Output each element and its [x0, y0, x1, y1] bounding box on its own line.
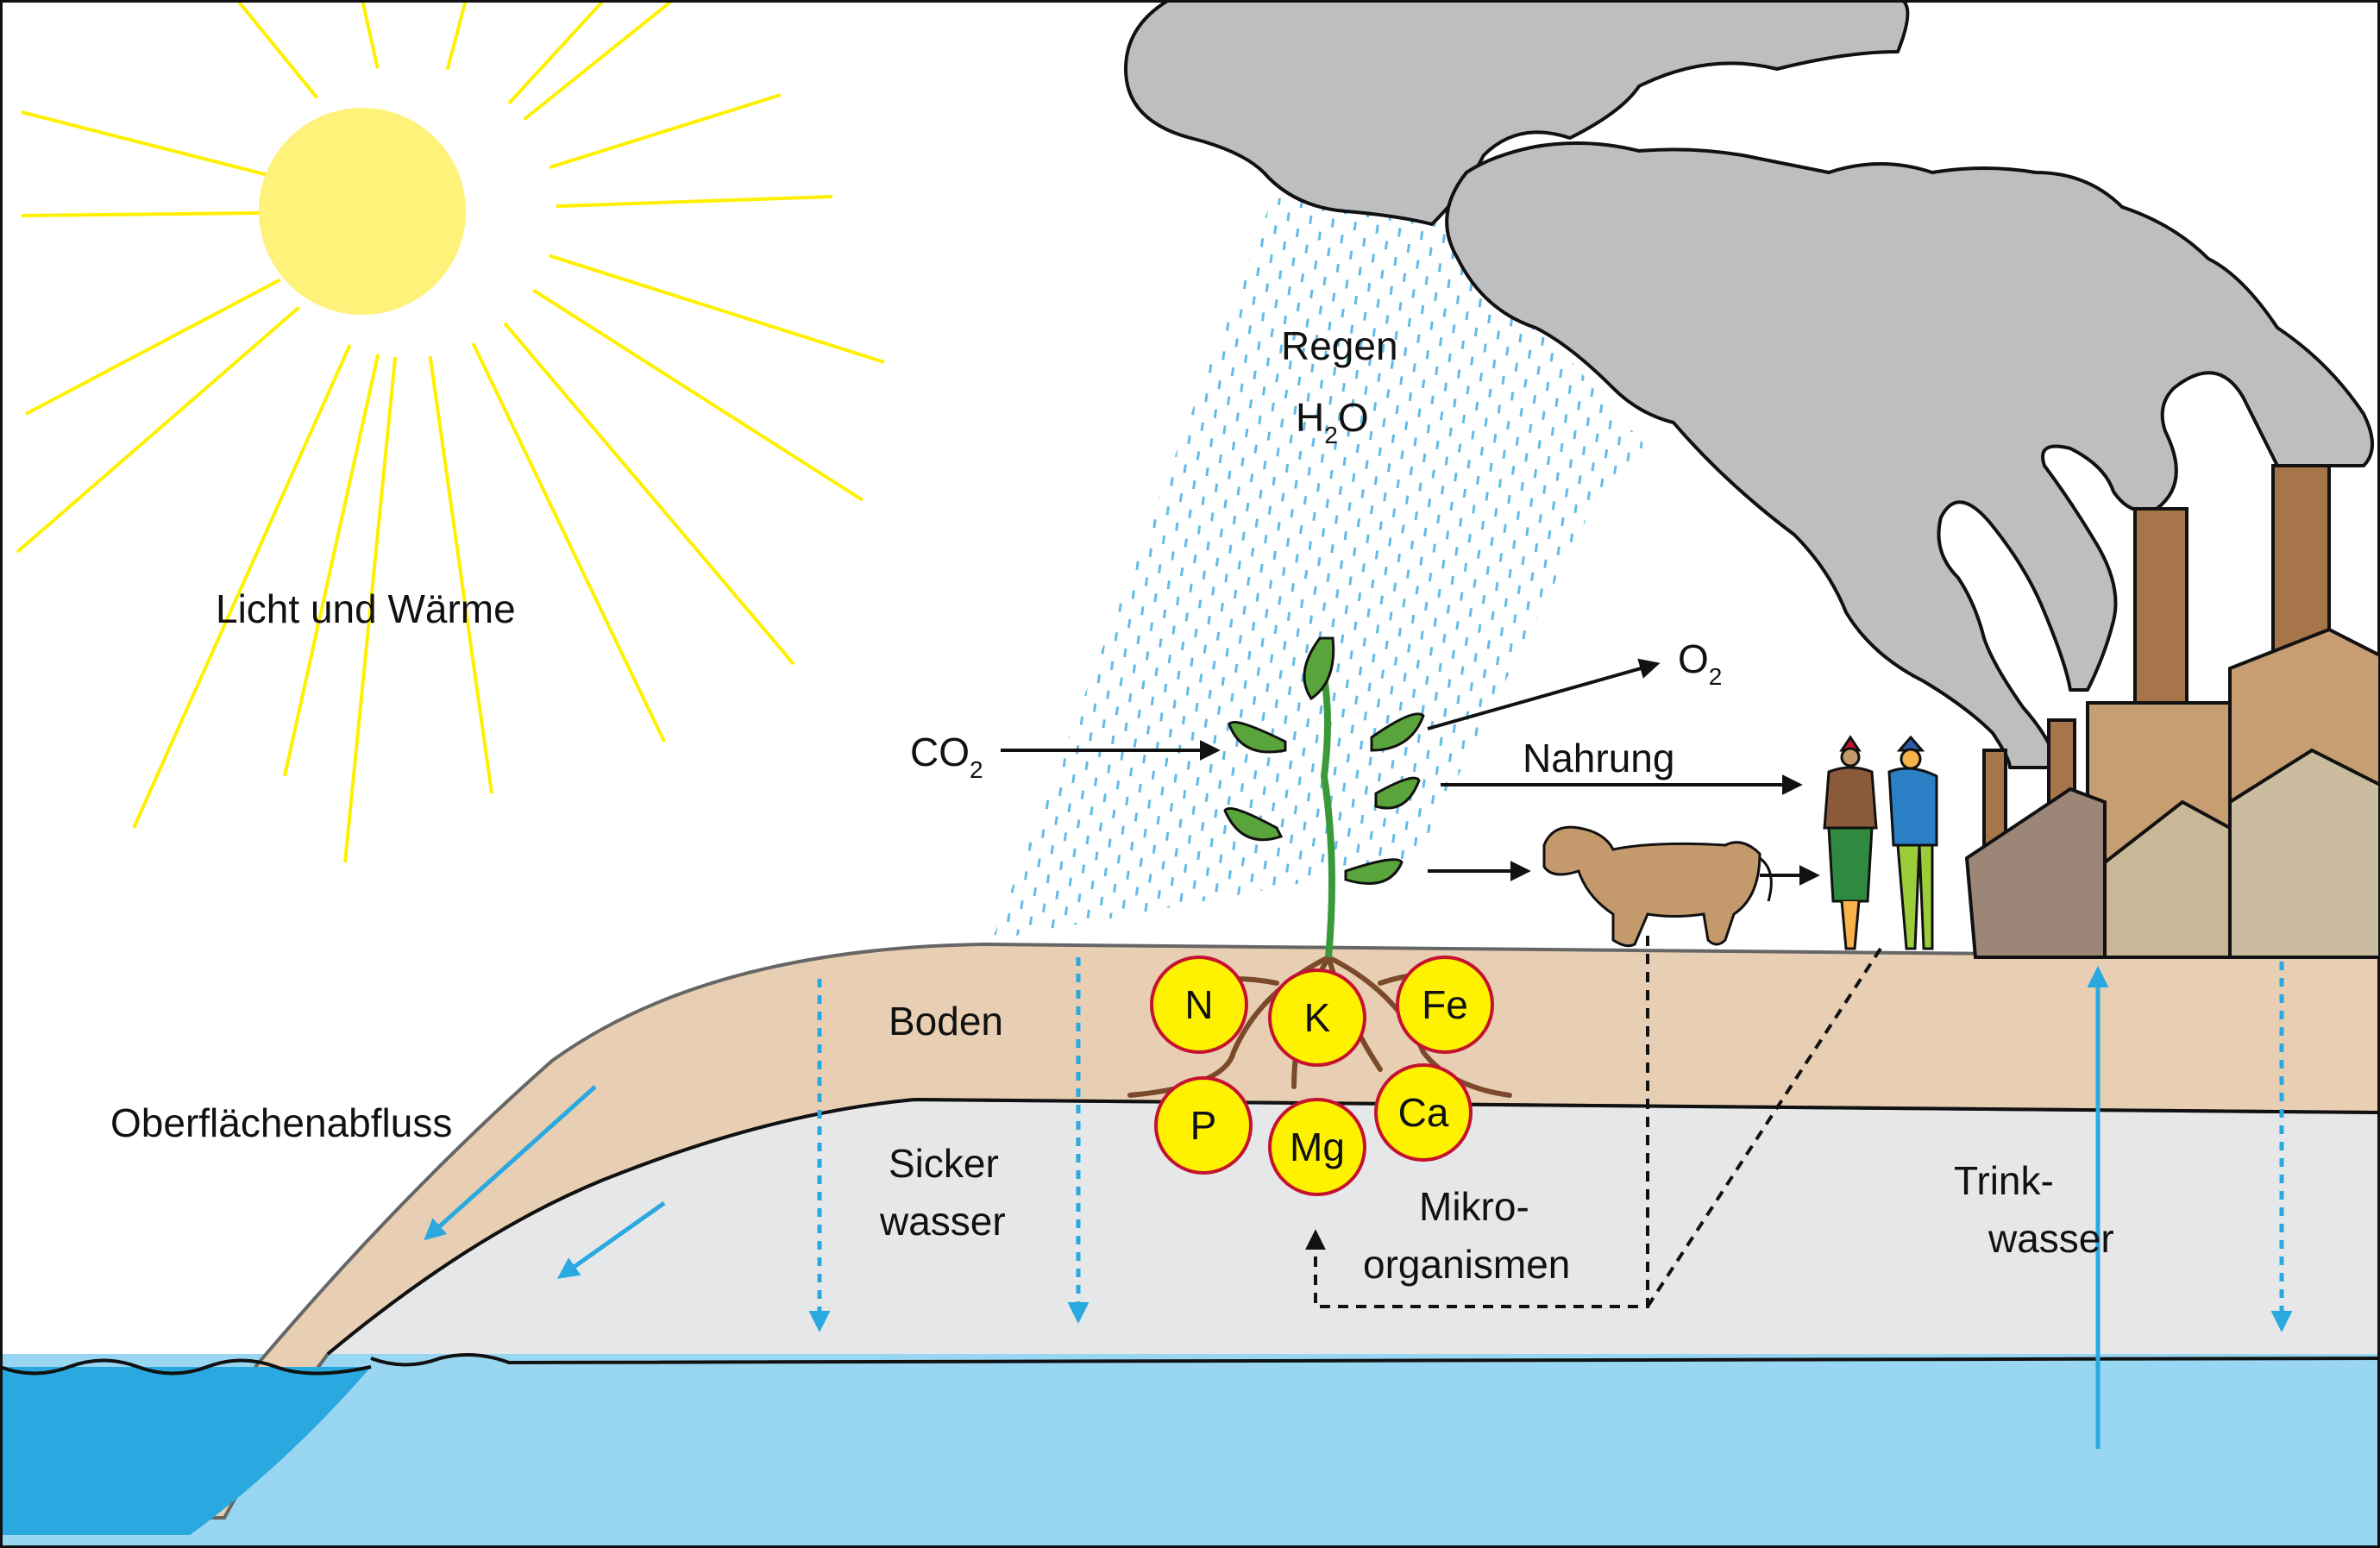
rain-icon	[992, 198, 1648, 940]
rain-streaks	[992, 198, 1648, 940]
flow-arrows	[1001, 658, 1882, 1308]
groundwater-layer	[0, 1354, 2380, 1548]
svg-text:P: P	[1190, 1103, 1217, 1148]
people-icon	[1823, 735, 1938, 950]
cloud-smoke	[1124, 0, 2374, 769]
person-woman	[1823, 735, 1878, 950]
sun-label: Licht und Wärme	[216, 586, 516, 631]
factory-smoke	[1445, 141, 2374, 769]
svg-text:N: N	[1184, 982, 1213, 1027]
house-middle	[2103, 799, 2232, 959]
nutrient-mg: Mg	[1268, 1098, 1366, 1196]
sea-surface-line	[0, 1358, 372, 1376]
runoff-arrow-2	[556, 1200, 666, 1279]
svg-text:Ca: Ca	[1398, 1090, 1449, 1135]
svg-text:Fe: Fe	[1422, 982, 1468, 1027]
svg-text:K: K	[1304, 995, 1331, 1040]
microbes-label-line2: organismen	[1363, 1242, 1570, 1287]
nutrients: N K Fe P Mg Ca	[1150, 956, 1494, 1196]
h2o-label: H2O	[1296, 395, 1369, 448]
o2-label: O2	[1678, 636, 1722, 690]
drinking-water-label-line1: Trink-	[1954, 1158, 2054, 1203]
soil-bottom-line	[326, 1097, 2380, 1356]
runoff-arrow-1	[424, 1085, 597, 1241]
nutrient-ca: Ca	[1374, 1063, 1473, 1162]
decomposition-arrow	[1305, 936, 1649, 1308]
runoff-label: Oberflächenabfluss	[110, 1100, 452, 1145]
microbes-label-line1: Mikro-	[1419, 1184, 1529, 1229]
nutrient-p: P	[1154, 1076, 1253, 1175]
svg-text:Mg: Mg	[1290, 1125, 1345, 1169]
sea	[0, 1367, 371, 1535]
factory-buildings	[1964, 464, 2380, 959]
seepage-label-line1: Sicker	[889, 1141, 999, 1186]
o2-arrow	[1427, 658, 1661, 730]
person-man	[1887, 735, 1938, 950]
drinking-water-label-line2: wasser	[1988, 1216, 2114, 1261]
nutrient-fe: Fe	[1396, 956, 1494, 1054]
plant-icon	[1223, 636, 1425, 958]
sun-icon	[16, 0, 885, 863]
plant-leaves	[1223, 636, 1425, 885]
plant-stem	[1316, 655, 1335, 958]
rain-label: Regen	[1281, 323, 1398, 368]
nutrient-k: K	[1268, 968, 1366, 1067]
seepage-label-line2: wasser	[879, 1199, 1006, 1244]
groundwater-wave	[370, 1353, 2380, 1367]
food-label: Nahrung	[1523, 736, 1674, 780]
co2-label: CO2	[910, 730, 983, 783]
nutrient-n: N	[1150, 956, 1248, 1054]
water-arrows	[424, 957, 2293, 1449]
soil-label: Boden	[889, 999, 1003, 1043]
sun-disc	[259, 108, 466, 315]
seepage-zone	[328, 1100, 2380, 1354]
